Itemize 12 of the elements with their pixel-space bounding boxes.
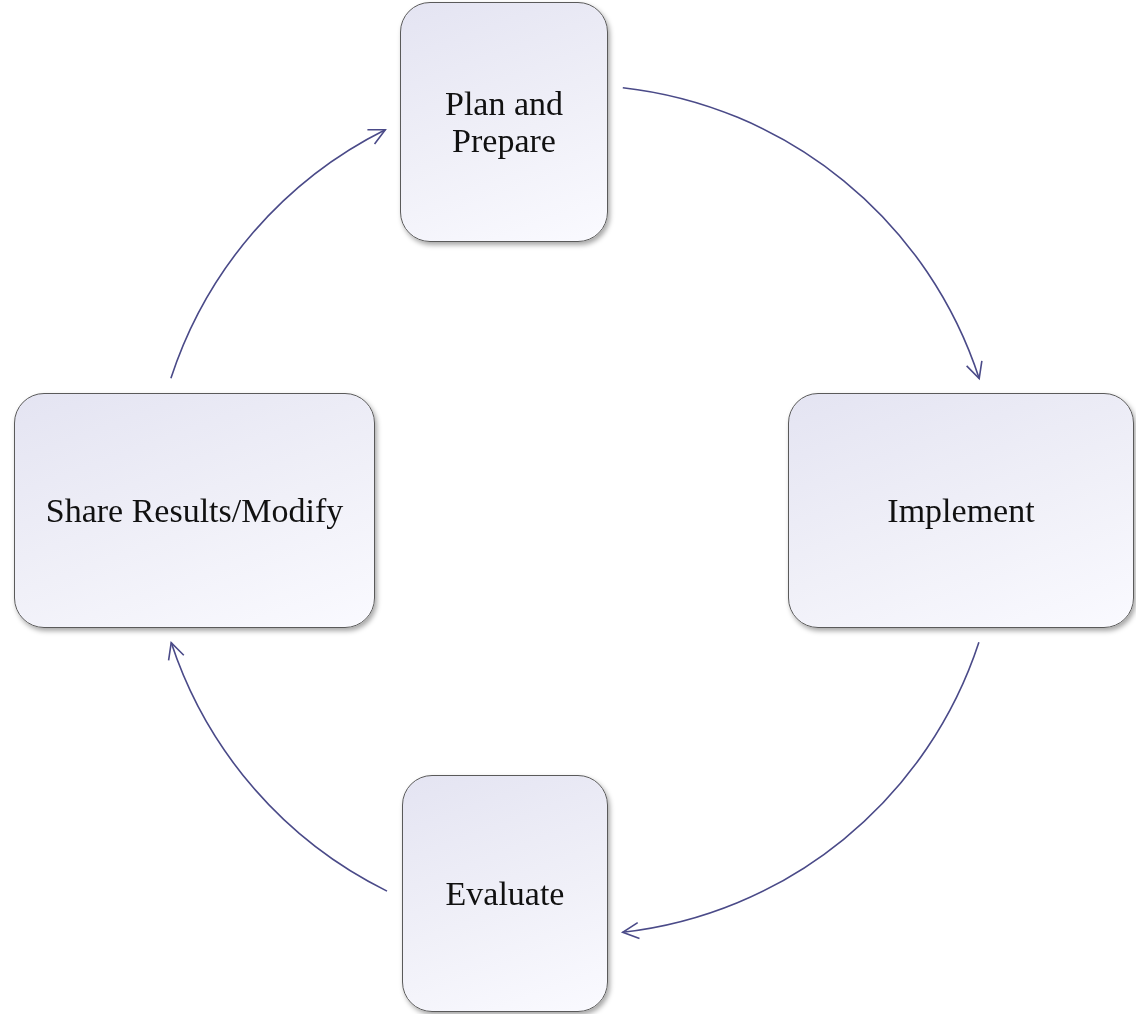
box-label: Evaluate: [444, 874, 566, 913]
process-box: [400, 2, 608, 242]
box-label: Implement: [886, 491, 1036, 530]
curved-arrow: [170, 128, 387, 380]
box-label: Share Results/Modify: [44, 491, 345, 530]
curved-arrow: [168, 641, 388, 892]
curved-arrow: [621, 641, 980, 939]
curved-arrow: [622, 86, 982, 380]
process-box: [788, 393, 1134, 628]
process-box: [402, 775, 608, 1012]
process-box: [14, 393, 375, 628]
box-label: Plan and Prepare: [443, 84, 564, 160]
